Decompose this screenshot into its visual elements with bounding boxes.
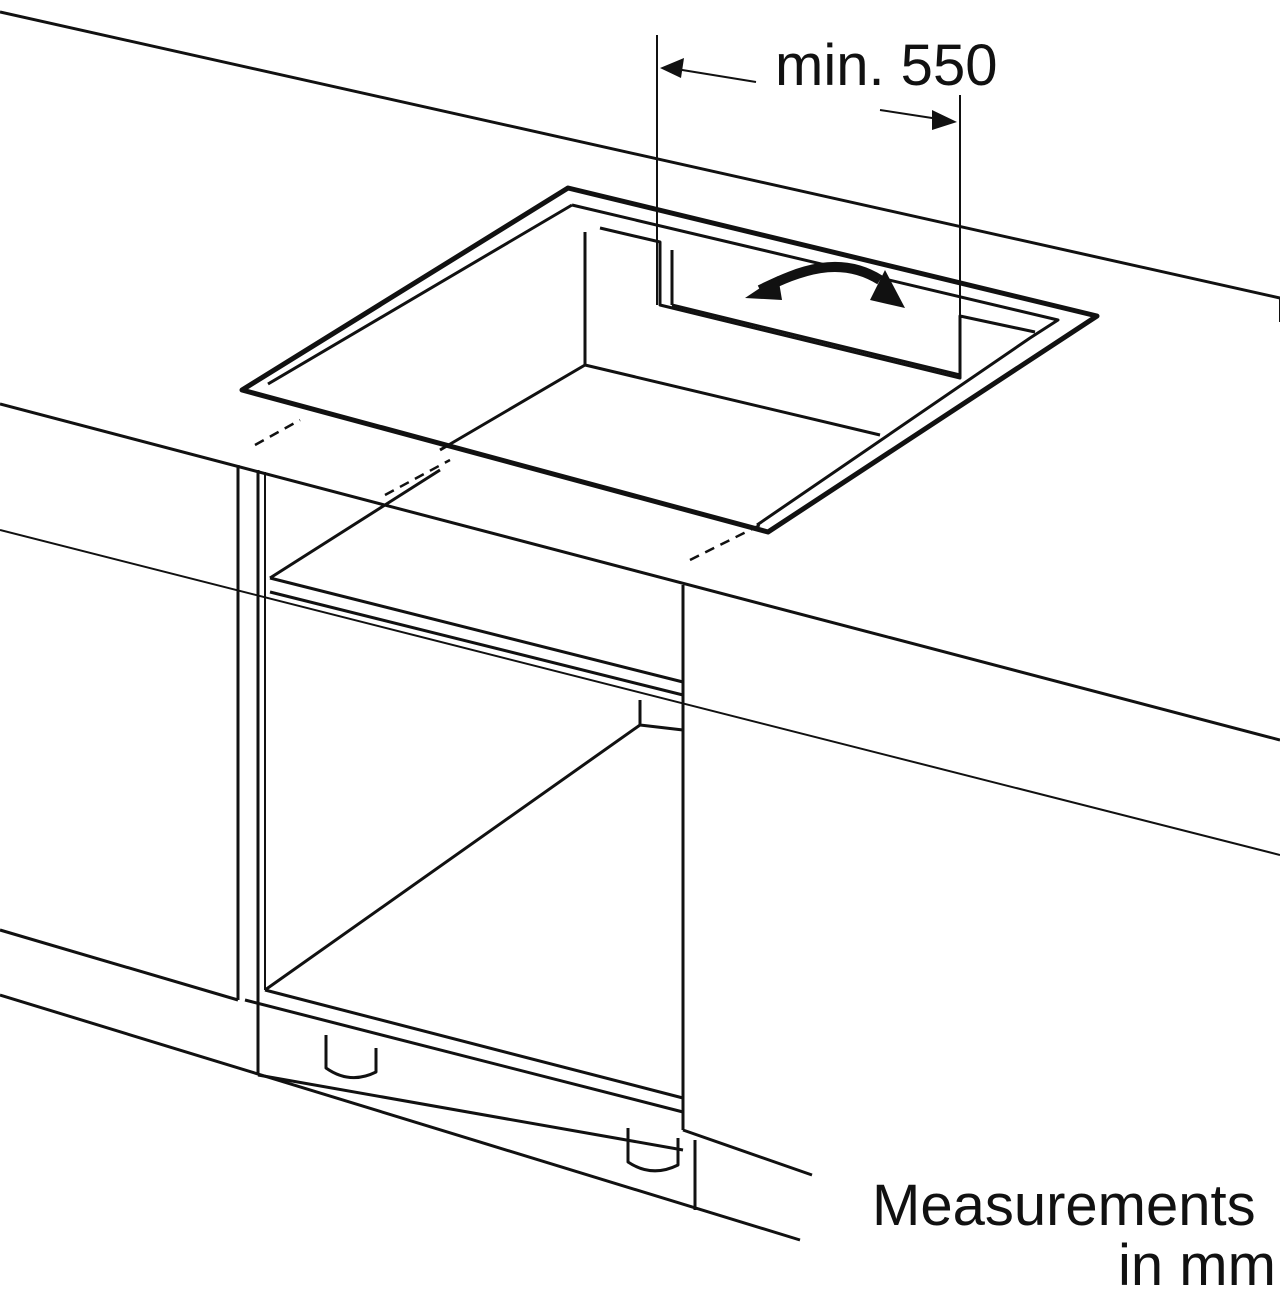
arrow-right-icon <box>932 110 957 130</box>
hidden-lines <box>254 418 761 562</box>
units-note-line2: in mm <box>1118 1233 1276 1298</box>
plinth <box>0 928 813 1242</box>
arrow-left-icon <box>660 58 684 78</box>
worktop <box>0 10 1280 856</box>
cabinet-feet <box>324 1035 680 1173</box>
units-note-line1: Measurements <box>872 1173 1256 1238</box>
dimension-lines <box>656 35 961 375</box>
cabinet <box>236 465 697 1210</box>
airflow-arrow-icon <box>745 262 905 308</box>
dimension-label: min. 550 <box>775 33 998 98</box>
worktop-cutout <box>239 185 1100 535</box>
